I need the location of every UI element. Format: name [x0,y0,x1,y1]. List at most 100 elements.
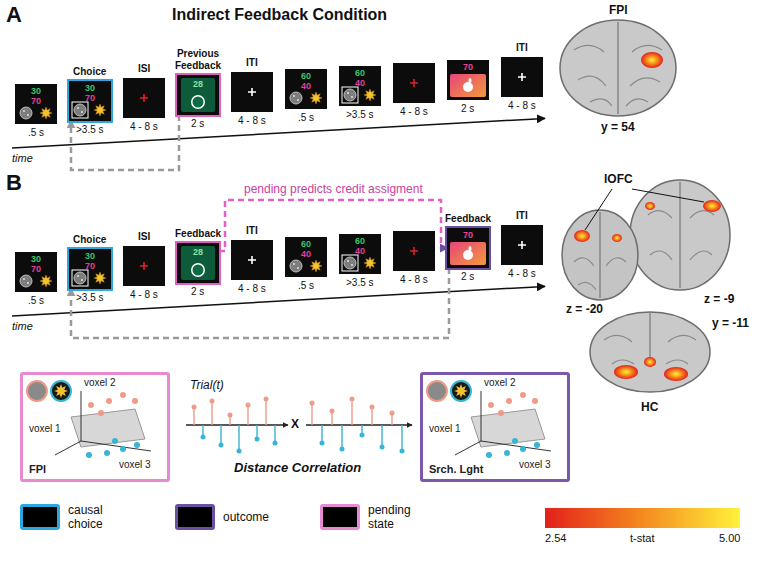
rect-part [123,246,165,286]
text-label: 4 - 8 s [400,106,428,118]
shape [81,391,82,441]
text-label: X [291,417,299,431]
circle-part [192,405,197,410]
text-label: A [6,2,22,28]
screen-value: 60 [285,71,327,81]
shape [40,107,52,119]
text-label: time [12,320,33,332]
text-label: Trial(t) [190,378,224,392]
screen-value: 70 [69,93,111,103]
path-part [203,425,275,451]
path-part [248,88,256,96]
ellipse-part [703,200,721,212]
shape [506,398,512,404]
shape [469,246,472,251]
text-label: 4 - 8 s [400,274,428,286]
time-axis [12,118,545,316]
shape [351,264,353,266]
screen-value: 70 [447,62,489,72]
line-part [585,189,612,230]
ellipse-part [562,210,638,300]
g-part [201,435,278,454]
shape [112,438,118,444]
text-label: >3.5 s [76,124,104,136]
shape [55,441,81,455]
shape [520,446,526,452]
screen-value: 30 [15,86,57,96]
text-label: .5 s [28,295,44,307]
shape [481,391,482,441]
shape [94,104,106,116]
plot-panel: voxel 2voxel 1voxel 3FPl [20,372,170,482]
path-part [518,73,526,81]
shape [364,257,376,269]
g-part [192,397,269,418]
screen-value: 28 [177,247,219,257]
text-label: 2 s [461,271,474,283]
path-part [574,45,662,106]
screen-value: 70 [15,96,57,106]
trial-screen: 28 [177,243,219,283]
ellipse-part [574,230,590,242]
circle-part [370,405,375,410]
text-label: Distance Correlation [234,460,361,475]
text-label: Feedback [175,228,221,240]
shape [342,255,358,271]
shape [72,102,88,118]
path-part [248,256,256,264]
shape [498,410,504,416]
shape [20,275,32,287]
screen-value: 60 [339,236,381,246]
text-label: 4 - 8 s [508,100,536,112]
shape [454,384,468,398]
text-label: 2.54 [545,532,566,544]
text-label: time [12,152,33,164]
shape [86,452,92,458]
text-label: y = -11 [712,316,749,330]
text-label: FPl [609,3,628,17]
trial-stem-plot [186,397,412,454]
text-label: ITI [246,225,258,237]
brain-hc [590,312,710,392]
trial-screen: 3070 [69,249,111,289]
brain-fpl [560,20,676,116]
screen-value: 40 [285,249,327,259]
ellipse-part [614,365,638,379]
text-label: 4 - 8 s [238,115,266,127]
text-label: >3.5 s [76,292,104,304]
text-label: ITI [516,210,528,222]
shape [20,107,32,119]
rect-part [231,240,273,280]
shape [27,282,29,284]
line-part [632,189,704,202]
ellipse-part [645,202,655,210]
fixation-screens [123,57,543,286]
rect-part [123,78,165,118]
screen-value: voxel 3 [519,459,551,471]
shape [74,272,86,284]
circle-part [264,397,269,402]
screen-value: voxel 1 [29,423,61,435]
circle-part [273,441,278,446]
shape [347,92,349,94]
circle-part [340,447,345,452]
shape [290,260,302,272]
line-part [617,22,618,114]
line-part [12,118,545,148]
screen-value: 40 [339,78,381,88]
text-label: Previous Feedback [167,48,229,72]
trial-screen: 3070 [69,81,111,121]
shape [463,250,473,260]
ellipse-part [560,20,676,116]
text-label: ISI [138,231,150,243]
screen-value: FPl [29,463,46,475]
shape [463,82,473,92]
shape [351,96,353,98]
path-part [410,247,418,255]
shape [451,381,471,401]
shape [347,260,349,262]
legend-swatch [320,504,360,530]
path-part [140,262,148,270]
ellipse-part [630,180,730,290]
